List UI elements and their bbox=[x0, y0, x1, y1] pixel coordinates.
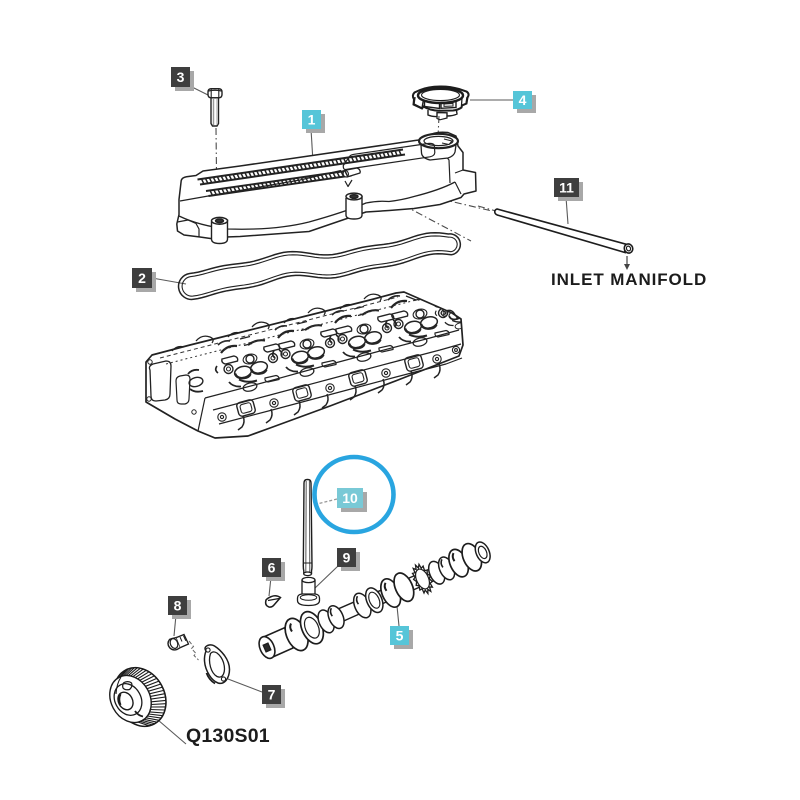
svg-text:11: 11 bbox=[559, 180, 574, 196]
svg-text:9: 9 bbox=[343, 550, 351, 566]
svg-text:5: 5 bbox=[396, 628, 404, 644]
svg-text:4: 4 bbox=[519, 92, 527, 108]
svg-text:INLET MANIFOLD: INLET MANIFOLD bbox=[551, 270, 707, 289]
svg-text:3: 3 bbox=[177, 69, 185, 85]
svg-text:7: 7 bbox=[268, 687, 276, 703]
svg-text:10: 10 bbox=[342, 490, 358, 506]
svg-text:8: 8 bbox=[174, 598, 182, 614]
svg-text:2: 2 bbox=[138, 270, 146, 286]
svg-text:Q130S01: Q130S01 bbox=[186, 725, 270, 747]
svg-text:1: 1 bbox=[308, 112, 316, 128]
svg-text:6: 6 bbox=[268, 560, 276, 576]
